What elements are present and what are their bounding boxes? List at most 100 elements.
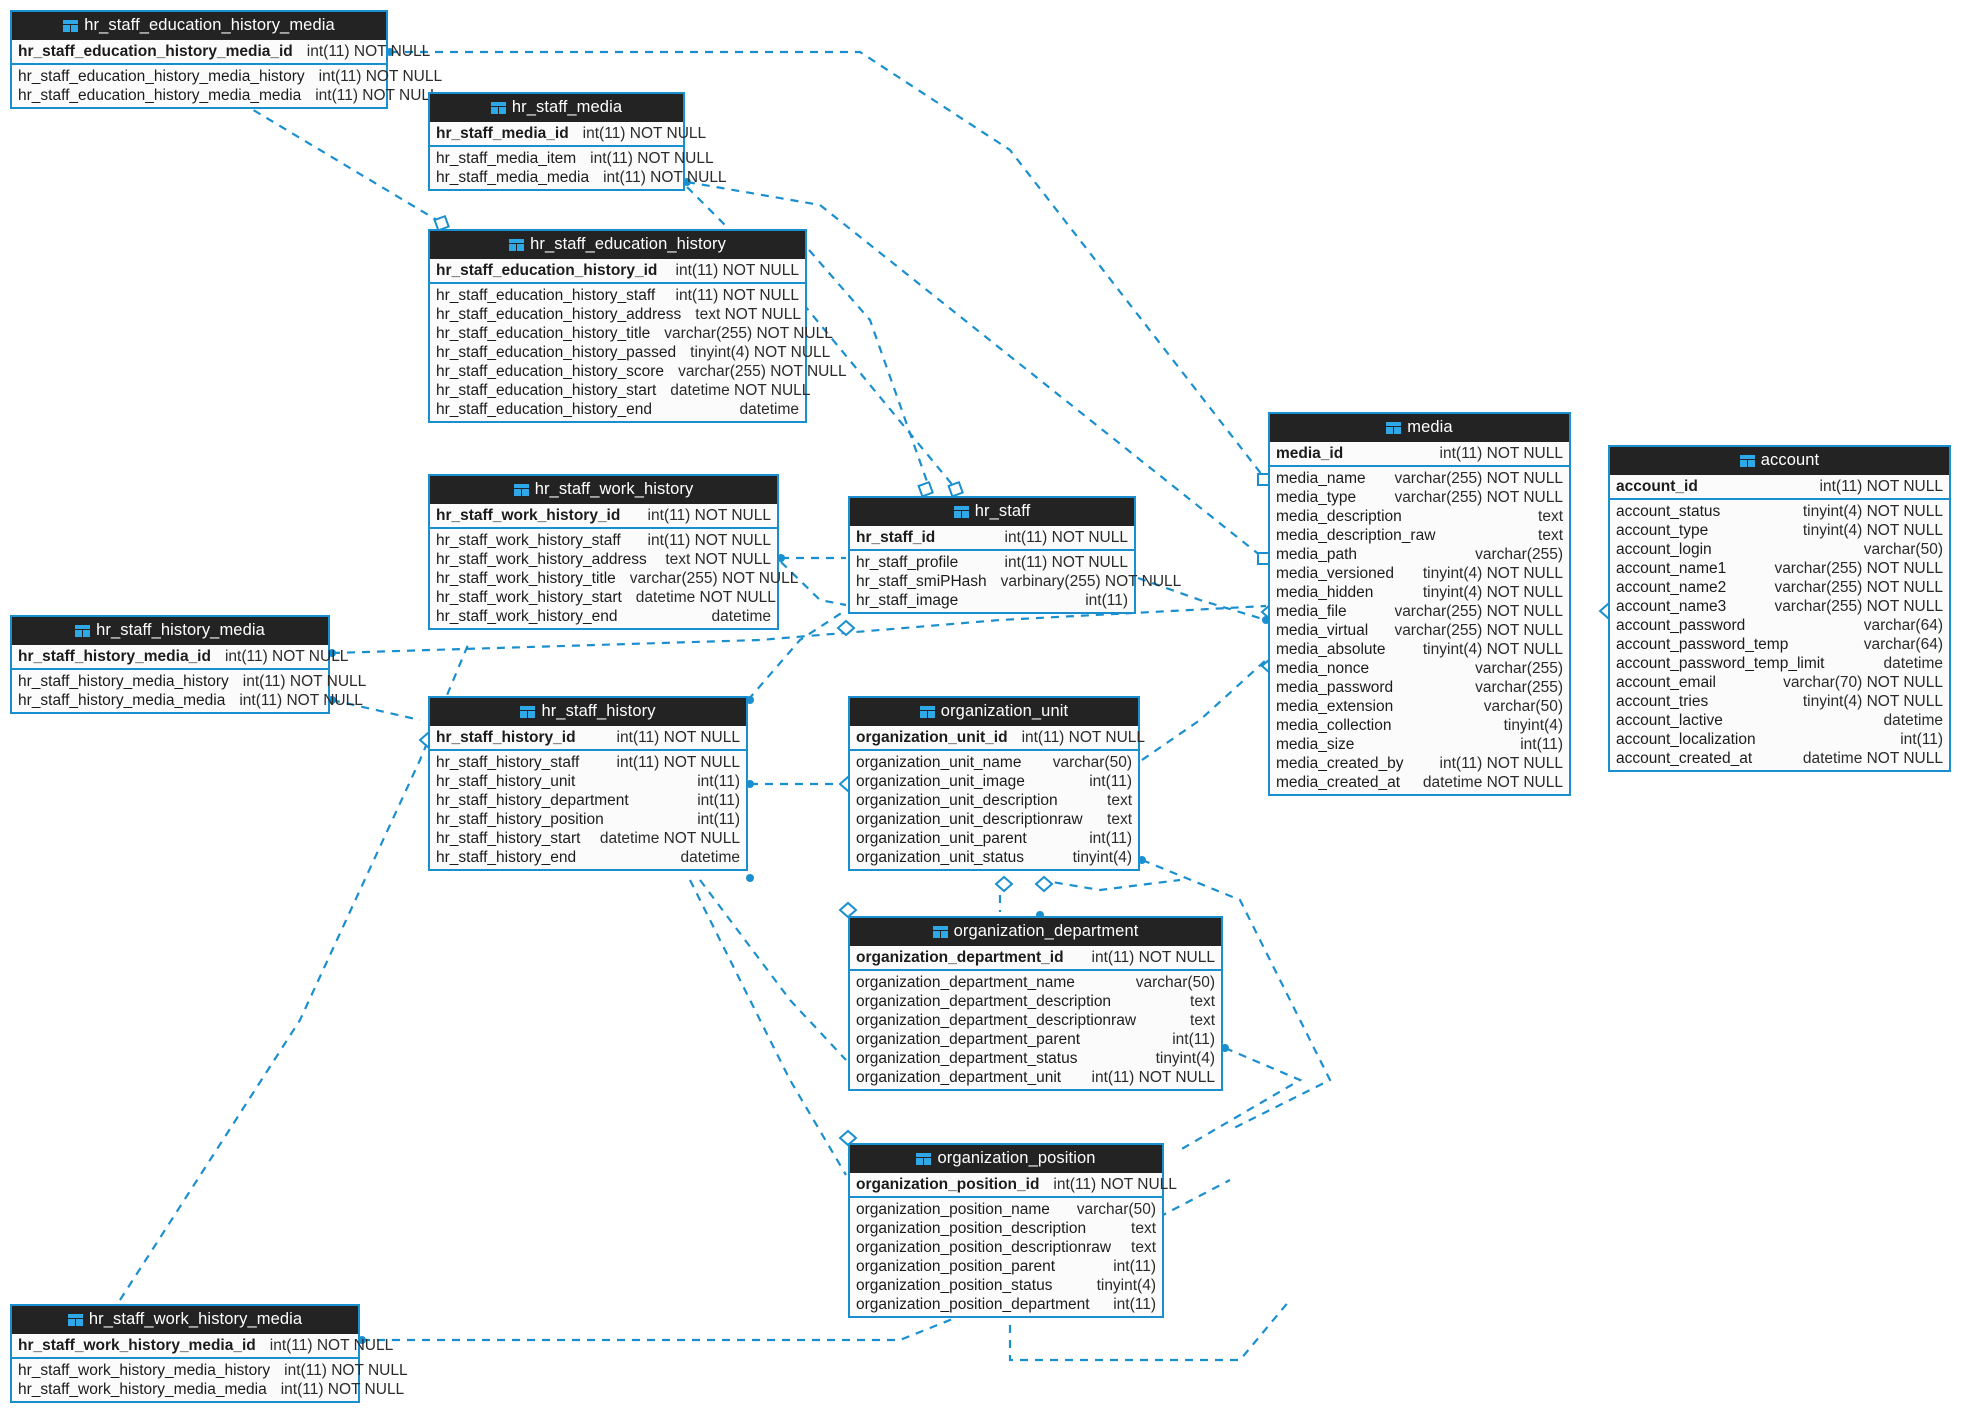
column-row[interactable]: hr_staff_education_history_media_history… xyxy=(12,67,442,86)
